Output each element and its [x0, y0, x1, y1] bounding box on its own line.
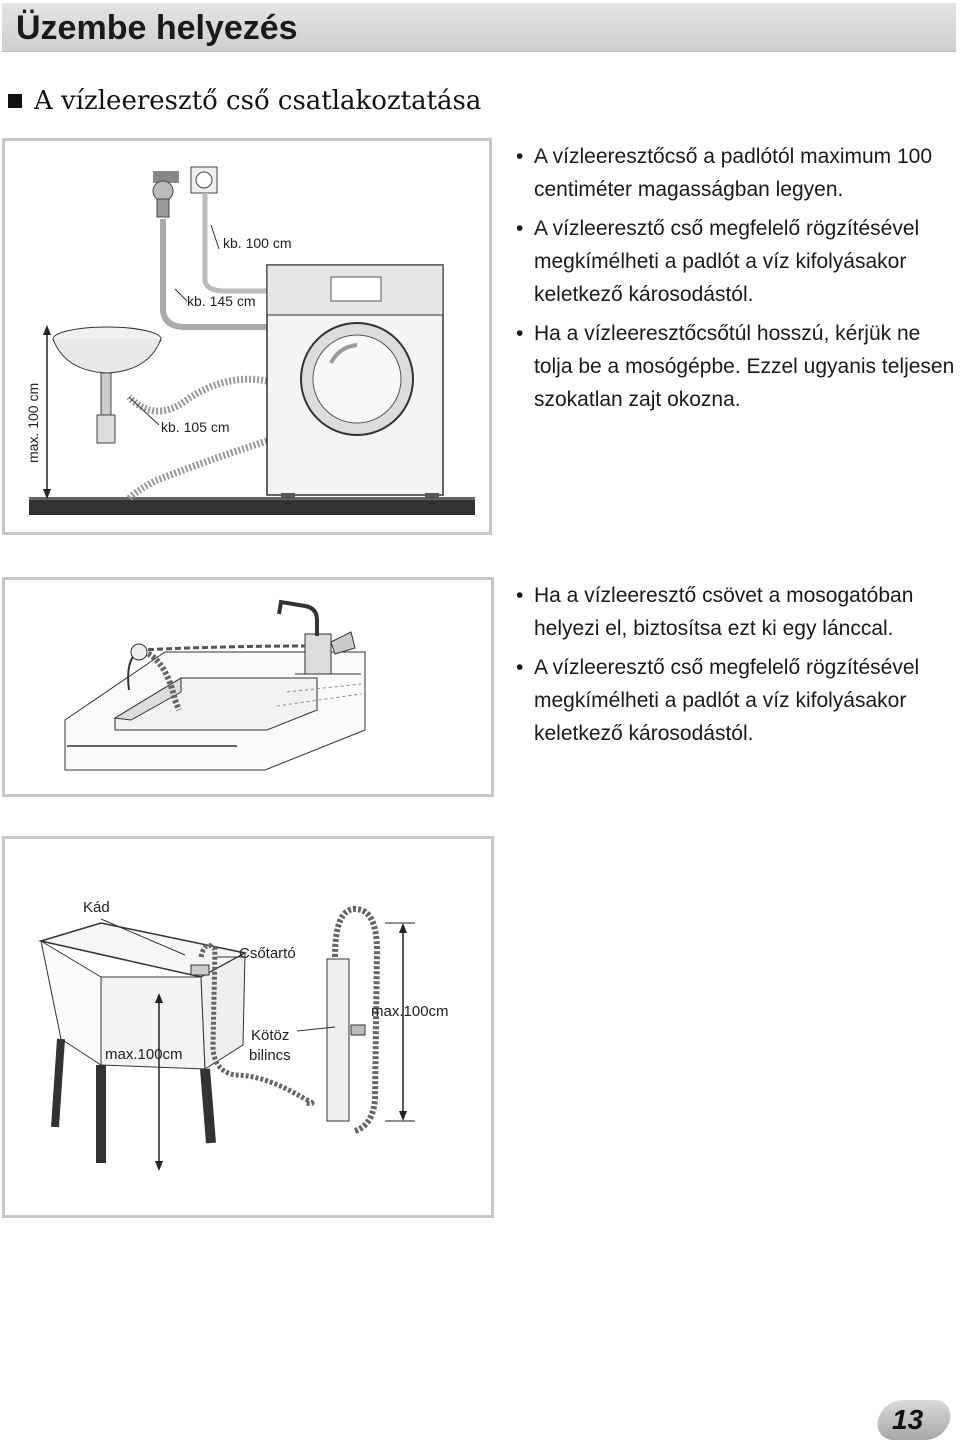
bullet-list-1: A vízleeresztőcső a padlótól maximum 100… — [516, 140, 956, 422]
bullet-list-2: Ha a vízleeresztő csövet a mosogatóban h… — [516, 579, 956, 756]
tub-standpipe-illustration — [38, 905, 415, 1171]
square-bullet-icon — [8, 94, 22, 108]
max-height-right-label: max.100cm — [371, 1003, 449, 1020]
list-item: A vízleeresztőcső a padlótól maximum 100… — [516, 140, 956, 206]
cable-tie-label-line1: Kötöz — [251, 1027, 290, 1044]
hose-height-label: kb. 145 cm — [187, 293, 256, 309]
figure-tub-standpipe: Kád Csőtartó max.100cm Kötöz bilincs max… — [2, 836, 494, 1218]
figure-washer-drain: kb. 100 cm kb. 145 cm kb. 105 cm max. 10… — [2, 138, 492, 535]
figure-sink-chain — [2, 577, 494, 797]
cable-tie-label-line2: bilincs — [249, 1047, 291, 1064]
max-height-label: max. 100 cm — [25, 382, 41, 463]
list-item: Ha a vízleeresztőcsőtúl hosszú, kérjük n… — [516, 317, 956, 416]
list-item: A vízleeresztő cső megfelelő rögzítéséve… — [516, 212, 956, 311]
page-header: Üzembe helyezés — [2, 3, 956, 52]
max-height-left-label: max.100cm — [105, 1046, 183, 1063]
sink-chain-illustration — [64, 599, 366, 771]
tub-label: Kád — [83, 899, 110, 916]
list-item: Ha a vízleeresztő csövet a mosogatóban h… — [516, 579, 956, 645]
section-title: A vízleeresztő cső csatlakoztatása — [34, 86, 482, 116]
page-title: Üzembe helyezés — [16, 9, 298, 47]
page-number: 13 — [892, 1404, 924, 1435]
list-item: A vízleeresztő cső megfelelő rögzítéséve… — [516, 651, 956, 750]
tap-height-label: kb. 100 cm — [223, 235, 292, 251]
section-heading: A vízleeresztő cső csatlakoztatása — [8, 86, 481, 116]
hose-holder-label: Csőtartó — [239, 945, 296, 962]
sink-height-label: kb. 105 cm — [161, 419, 230, 435]
washer-drain-illustration — [29, 166, 475, 515]
